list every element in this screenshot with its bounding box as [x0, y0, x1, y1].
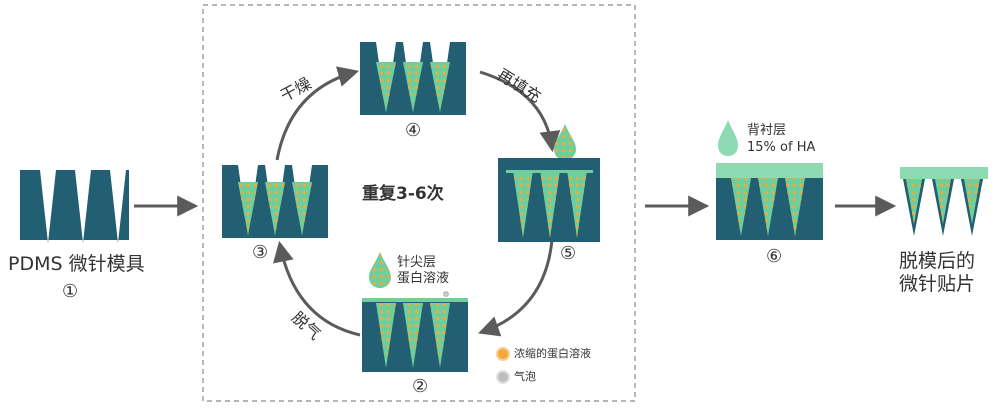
mold-empty — [20, 170, 129, 243]
cycle-box — [202, 4, 636, 402]
arrow-dry — [275, 66, 360, 161]
mold-step6 — [716, 163, 823, 240]
microneedle-patch — [900, 167, 988, 236]
backing-ha-label: 15% of HA — [747, 140, 816, 155]
result-label-line1: 脱模后的 — [899, 250, 976, 272]
backing-layer-label: 背衬层 — [747, 123, 787, 138]
bubble-icon-small — [443, 291, 449, 297]
arrow-degas — [273, 240, 361, 337]
bubble-icon — [496, 370, 510, 384]
mold-step2 — [362, 298, 468, 372]
legend-concentrated-label: 浓缩的蛋白溶液 — [514, 347, 591, 360]
protein-solution-label: 蛋白溶液 — [397, 271, 450, 286]
concentrated-solution-icon — [496, 347, 510, 361]
result-label-line2: 微针贴片 — [899, 273, 976, 295]
tip-layer-label: 针尖层 — [397, 255, 437, 270]
step-1-marker: ① — [62, 281, 79, 302]
step-3-marker: ③ — [252, 242, 269, 263]
tip-layer-drop — [369, 252, 391, 288]
mold-step3 — [222, 165, 328, 238]
refill-drop — [554, 124, 576, 160]
repeat-label: 重复3-6次 — [362, 184, 444, 204]
backing-drop — [718, 120, 738, 156]
arrow-refill — [479, 70, 561, 153]
step-2-marker: ② — [412, 376, 429, 397]
legend-bubble-label: 气泡 — [514, 370, 536, 383]
step-5-marker: ⑤ — [560, 243, 577, 264]
arrow-to-2 — [478, 239, 554, 337]
mold-step4 — [360, 42, 466, 115]
step-4-marker: ④ — [405, 120, 422, 141]
mold-step5 — [498, 158, 600, 242]
step-6-marker: ⑥ — [766, 246, 783, 267]
mold-title: PDMS 微针模具 — [8, 253, 145, 275]
